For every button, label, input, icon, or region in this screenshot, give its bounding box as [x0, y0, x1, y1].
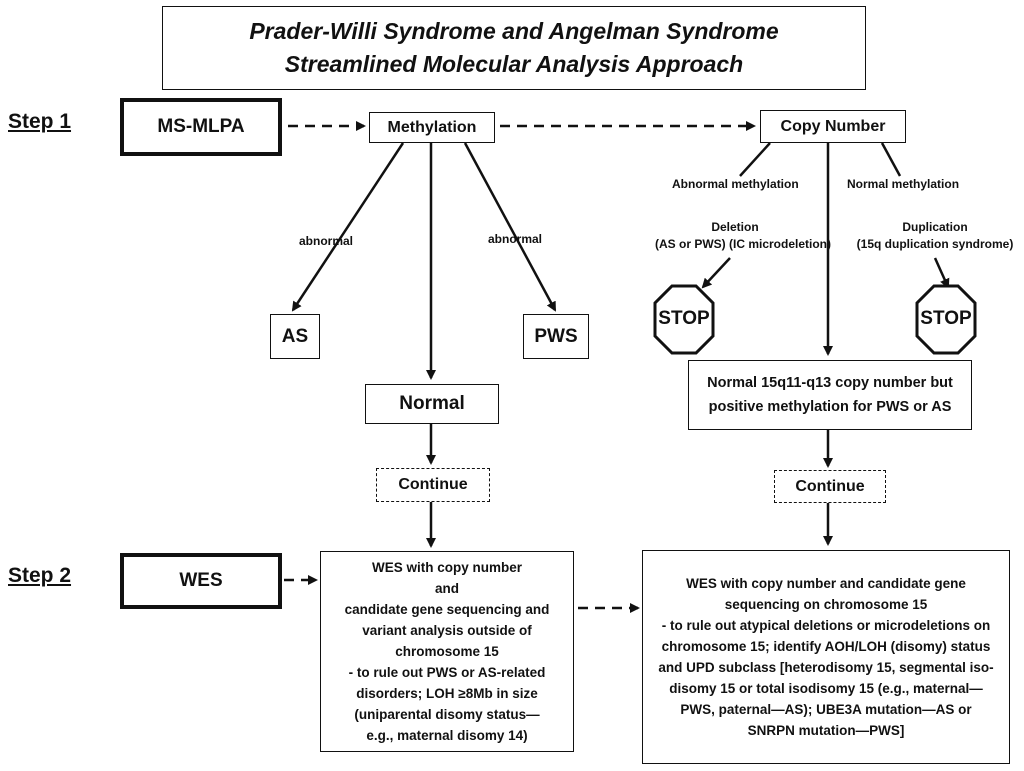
step-1-label: Step 1: [8, 110, 72, 133]
wes-left-line-9: e.g., maternal disomy 14): [366, 728, 528, 743]
line-copynumber-abnormal: [739, 142, 771, 177]
line-copynumber-normalmeth: [880, 142, 902, 177]
wes-box: WES: [120, 553, 282, 609]
stop-label-left: STOP: [658, 308, 710, 329]
wes-label: WES: [179, 570, 223, 591]
title-box: Prader-Willi Syndrome and Angelman Syndr…: [162, 6, 866, 90]
as-box: AS: [270, 314, 320, 359]
wes-left-line-4: variant analysis outside of: [362, 623, 532, 638]
step-2-label: Step 2: [8, 564, 72, 587]
normal-label: Normal: [399, 393, 465, 414]
wes-left-box: WES with copy number and candidate gene …: [320, 551, 574, 752]
arrow-methylation-as: [291, 142, 405, 312]
continue-right-box: Continue: [774, 470, 886, 503]
deletion-line-2: (AS or PWS) (IC microdeletion): [655, 237, 832, 251]
title-line-1: Prader-Willi Syndrome and Angelman Syndr…: [249, 18, 779, 44]
wes-right-line-8: SNRPN mutation—PWS]: [747, 723, 905, 738]
continue-left-box: Continue: [376, 468, 490, 502]
ms-mlpa-box: MS-MLPA: [120, 98, 282, 156]
wes-right-line-3: - to rule out atypical deletions or micr…: [661, 618, 991, 633]
wes-right-line-7: PWS, paternal—AS); UBE3A mutation—AS or: [680, 702, 972, 717]
wes-right-box: WES with copy number and candidate gene …: [642, 550, 1010, 764]
edge-label-abnormal-left: abnormal: [299, 234, 354, 248]
wes-left-line-1: WES with copy number: [371, 560, 522, 575]
continue-left-label: Continue: [398, 476, 468, 493]
stop-label-right: STOP: [920, 308, 972, 329]
edge-label-normal-methylation: Normal methylation: [847, 177, 960, 191]
title-line-2: Streamlined Molecular Analysis Approach: [284, 51, 744, 77]
pws-label: PWS: [534, 325, 578, 347]
edge-label-abnormal-methylation: Abnormal methylation: [672, 177, 799, 191]
copy-number-box: Copy Number: [760, 110, 906, 143]
normal-box: Normal: [365, 384, 499, 424]
pws-box: PWS: [523, 314, 589, 359]
deletion-label: Deletion (AS or PWS) (IC microdeletion): [655, 219, 832, 253]
wes-right-line-4: chromosome 15; identify AOH/LOH (disomy)…: [661, 639, 991, 654]
stop-sign-right: [915, 284, 977, 355]
stop-sign-left: [653, 284, 715, 355]
wes-left-line-8: (uniparental disomy status—: [354, 707, 540, 722]
methylation-label: Methylation: [387, 118, 477, 136]
copy-number-label: Copy Number: [780, 117, 886, 135]
wes-right-line-2: sequencing on chromosome 15: [724, 597, 928, 612]
edge-label-abnormal-right: abnormal: [488, 232, 543, 246]
normal-copy-number-box: Normal 15q11-q13 copy number but positiv…: [688, 360, 972, 430]
wes-left-line-6: - to rule out PWS or AS-related: [348, 665, 546, 680]
arrow-deletion-stop: [701, 257, 731, 289]
duplication-line-2: (15q duplication syndrome): [856, 237, 1014, 251]
continue-right-label: Continue: [795, 477, 865, 495]
arrow-methylation-pws: [463, 142, 557, 312]
arrow-duplication-stop: [933, 257, 950, 289]
as-label: AS: [281, 325, 309, 347]
duplication-line-1: Duplication: [902, 220, 968, 234]
duplication-label: Duplication (15q duplication syndrome): [855, 219, 1015, 253]
wes-right-line-1: WES with copy number and candidate gene: [686, 576, 966, 591]
wes-right-line-5: and UPD subclass [heterodisomy 15, segme…: [658, 660, 994, 675]
ms-mlpa-label: MS-MLPA: [157, 116, 245, 137]
methylation-box: Methylation: [369, 112, 495, 143]
deletion-line-1: Deletion: [711, 220, 759, 234]
normal-copy-number-label: Normal 15q11-q13 copy number but positiv…: [707, 375, 953, 415]
wes-left-line-7: disorders; LOH ≥8Mb in size: [356, 686, 538, 701]
wes-right-line-6: disomy 15 or total isodisomy 15 (e.g., m…: [669, 681, 983, 696]
wes-left-line-3: candidate gene sequencing and: [344, 602, 550, 617]
wes-left-line-5: chromosome 15: [395, 644, 499, 659]
wes-left-line-2: and: [434, 581, 459, 596]
